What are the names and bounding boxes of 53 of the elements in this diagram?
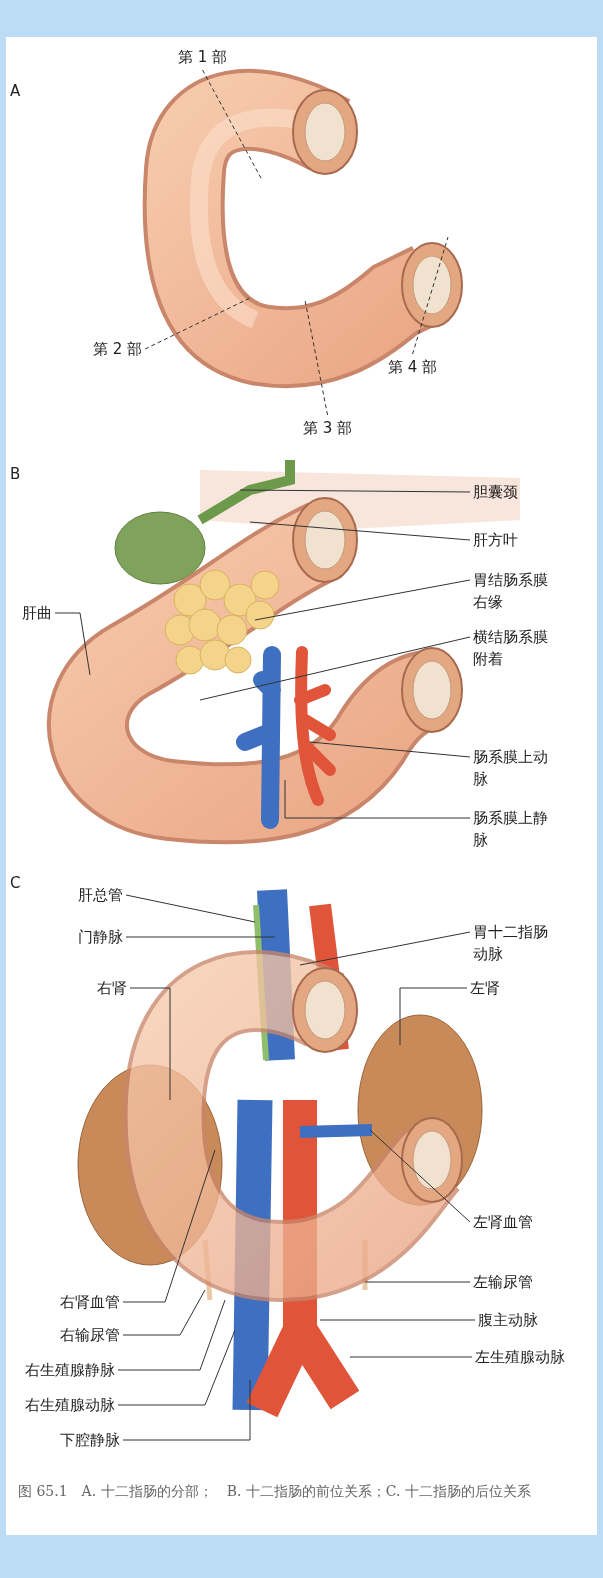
part-label: 右肾 bbox=[97, 977, 127, 999]
part-label: 肝方叶 bbox=[473, 529, 518, 551]
leader-line bbox=[369, 1129, 471, 1223]
leader-line bbox=[412, 236, 449, 355]
part-label: 胃十二指肠动脉 bbox=[473, 921, 553, 965]
leader-line bbox=[299, 931, 471, 966]
part-label: 左肾 bbox=[470, 977, 500, 999]
leader-line bbox=[125, 894, 256, 923]
leader-line bbox=[129, 987, 171, 1101]
part-label: 胆囊颈 bbox=[473, 481, 518, 503]
part-label: 肝曲 bbox=[22, 602, 52, 624]
leader-line bbox=[122, 1379, 251, 1441]
leader-line bbox=[304, 299, 329, 416]
part-label: 肠系膜上静脉 bbox=[473, 807, 553, 851]
part-label: 第 3 部 bbox=[303, 417, 353, 439]
leader-line bbox=[144, 297, 251, 350]
part-label: 第 2 部 bbox=[93, 338, 143, 360]
panel-letter: A bbox=[10, 81, 21, 102]
leader-line bbox=[284, 779, 471, 819]
leader-line bbox=[125, 936, 276, 938]
part-label: 肠系膜上动脉 bbox=[473, 746, 553, 790]
part-label: 右生殖腺动脉 bbox=[25, 1394, 115, 1416]
part-label: 右输尿管 bbox=[60, 1324, 120, 1346]
part-label: 门静脉 bbox=[78, 926, 123, 948]
part-label: 肝总管 bbox=[78, 884, 123, 906]
part-label: 横结肠系膜附着 bbox=[473, 626, 553, 670]
leader-line bbox=[364, 1281, 471, 1283]
leader-line bbox=[122, 1289, 206, 1336]
figure-caption: 图 65.1 A. 十二指肠的分部； B. 十二指肠的前位关系；C. 十二指肠的后位关系 bbox=[18, 1482, 532, 1501]
leader-line bbox=[249, 521, 471, 541]
leader-line bbox=[199, 636, 471, 701]
leader-line bbox=[254, 579, 471, 621]
panel-letter: C bbox=[10, 873, 21, 894]
leader-line bbox=[399, 987, 468, 1046]
leader-line bbox=[349, 1356, 473, 1358]
part-label: 左肾血管 bbox=[473, 1211, 533, 1233]
part-label: 右肾血管 bbox=[60, 1291, 120, 1313]
part-label: 右生殖腺静脉 bbox=[25, 1359, 115, 1381]
leader-line bbox=[239, 489, 471, 493]
part-label: 下腔静脉 bbox=[60, 1429, 120, 1451]
leader-line bbox=[117, 1329, 236, 1406]
panel-letter: B bbox=[10, 464, 21, 485]
leader-line bbox=[122, 1149, 216, 1303]
leader-line bbox=[319, 1319, 476, 1321]
part-label: 第 4 部 bbox=[388, 356, 438, 378]
leader-line bbox=[117, 1299, 226, 1371]
leader-line bbox=[54, 612, 91, 676]
part-label: 第 1 部 bbox=[178, 46, 228, 68]
part-label: 左生殖腺动脉 bbox=[475, 1346, 565, 1368]
part-label: 腹主动脉 bbox=[478, 1309, 538, 1331]
leader-line bbox=[309, 741, 471, 758]
part-label: 左输尿管 bbox=[473, 1271, 533, 1293]
part-label: 胃结肠系膜右缘 bbox=[473, 569, 553, 613]
